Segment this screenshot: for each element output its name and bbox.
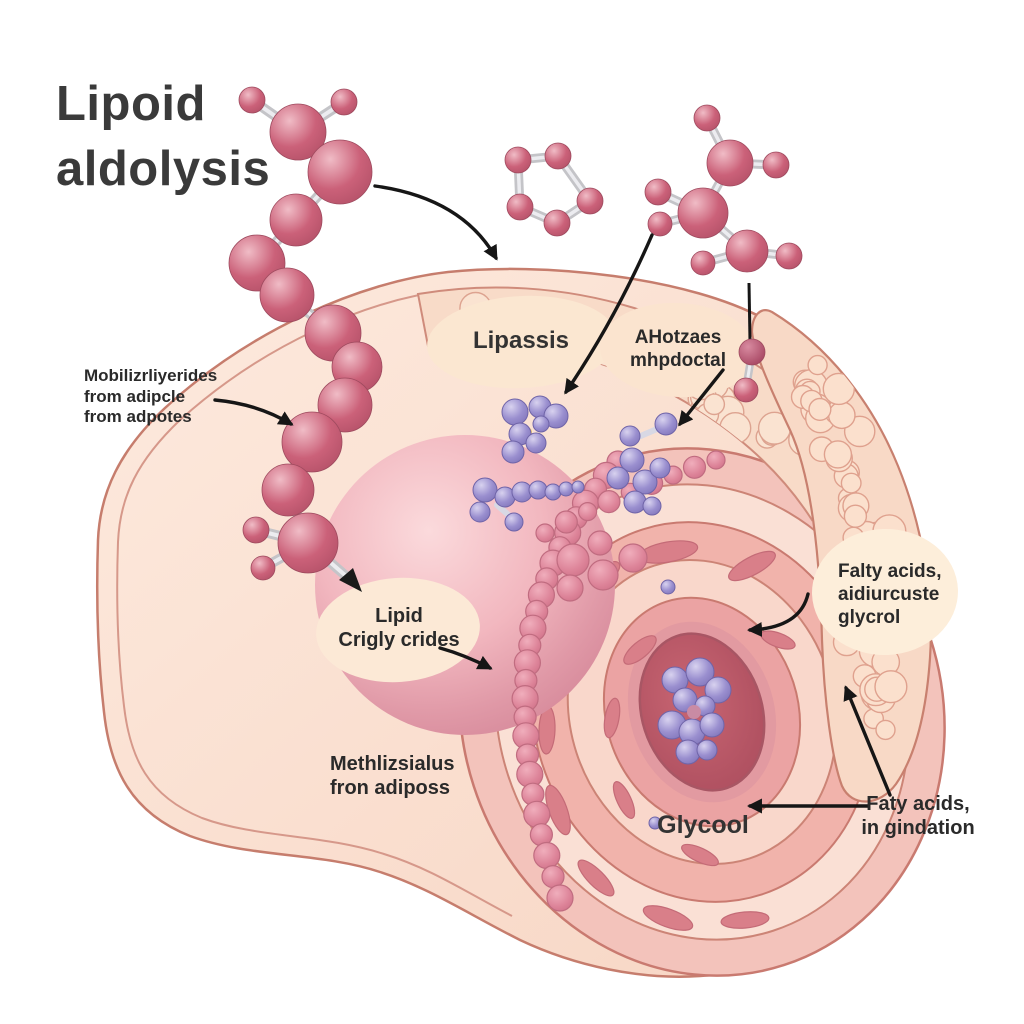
ring-molecule: [504, 142, 604, 237]
bead-clump: [556, 530, 648, 602]
arrow-mobilize-to-cell: [213, 398, 294, 426]
glycerol-molecule: [644, 104, 803, 276]
label-lipases: Lipassis: [472, 327, 570, 354]
purple-enzyme-cluster-2: [469, 477, 585, 532]
purple-dot-upper: [660, 579, 676, 595]
purple-enzyme-cluster-core: [657, 657, 732, 765]
chain-arrow-tip: [339, 568, 362, 592]
membrane-bead: [546, 884, 574, 912]
membrane-bead: [541, 864, 565, 889]
vesicle-bubble: [874, 670, 908, 704]
purple-dot-lower: [648, 816, 662, 830]
label-lipid-triglycerides: Lipid Crigly crides: [338, 605, 460, 652]
vesicle-bubble: [703, 393, 726, 416]
vesicle-bubble: [827, 401, 856, 430]
arrow-molecule-to-enzymes: [564, 233, 654, 395]
fatty-acid-chain-molecule: [228, 86, 383, 592]
vesicle-bubble: [875, 719, 896, 741]
label-fatty-acids-glycerol: Falty acids, aidiurcuste glycrol: [838, 561, 942, 629]
fatty-glycerol-label-bubble: [812, 528, 958, 656]
inner-membrane-line: [116, 289, 513, 917]
purple-enzyme-cluster-3: [606, 412, 678, 516]
vesicle-bubble: [822, 372, 855, 406]
membrane-bead: [554, 510, 578, 534]
label-mobilize-triglycerides: Mobilizrliyerides from adipcle from adpo…: [84, 366, 218, 427]
vesicle-bubble: [823, 440, 853, 469]
hormones-label-bubble: [600, 302, 756, 398]
label-fatty-acids-circulation: Faty acids, in gindation: [861, 793, 975, 840]
label-glycerol: Glycool: [657, 811, 749, 839]
purple-enzyme-cluster-1: [501, 395, 569, 464]
arrow-lipid-to-beads: [438, 646, 493, 670]
arrow-to-core: [747, 592, 810, 637]
bond-fragment-molecule: [733, 282, 766, 403]
membrane-bead: [682, 455, 707, 479]
arrow-fragment-to-cluster: [678, 368, 725, 427]
label-hormones: AHotzaes mhpdoctal: [629, 327, 727, 372]
membrane-bead: [706, 450, 726, 470]
membrane-bead: [597, 490, 621, 514]
vesicle-bubble: [843, 504, 868, 528]
vesicle-bubble: [808, 397, 832, 421]
core-pink-dot: [687, 705, 701, 719]
arrow-chain-to-cell: [373, 184, 498, 261]
bead-chain-membrane: [511, 450, 630, 912]
vesicle-bubble: [807, 354, 828, 376]
lipases-label-bubble: [427, 295, 617, 389]
annotation-arrows: [213, 184, 892, 814]
membrane-bead: [577, 502, 598, 522]
arrow-fatty-to-lobe: [843, 685, 892, 797]
carbon-spheres: [228, 86, 383, 581]
lipid-label-bubble: [316, 577, 480, 683]
vesicle-bubble: [840, 472, 862, 494]
membrane-bead: [533, 841, 561, 870]
membrane-bead: [535, 523, 555, 543]
label-metabolism-adipose: Methlizsialus fron adiposs: [330, 753, 455, 800]
membrane-bead: [523, 800, 551, 828]
